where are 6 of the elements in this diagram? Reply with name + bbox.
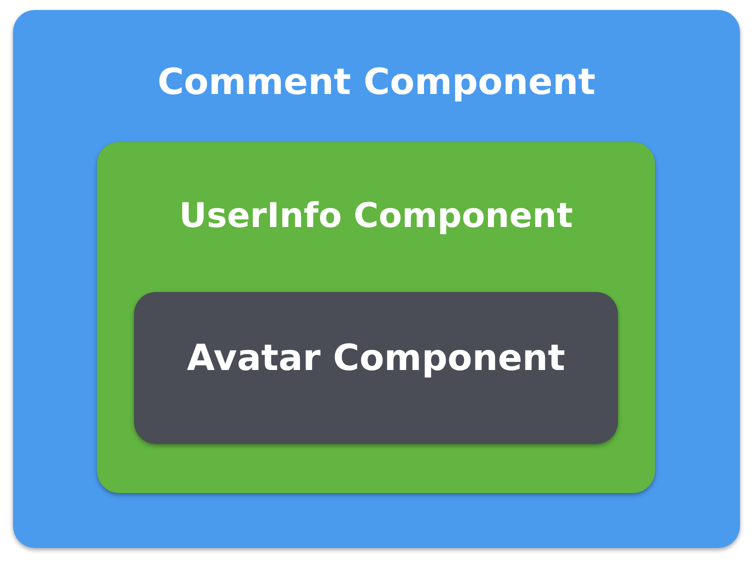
component-title: UserInfo Component (178, 196, 574, 236)
component-title: Comment Component (156, 62, 596, 103)
component-box (97, 142, 655, 493)
component-box (13, 10, 740, 548)
component-box (134, 292, 618, 444)
component-title: Avatar Component (186, 338, 566, 379)
